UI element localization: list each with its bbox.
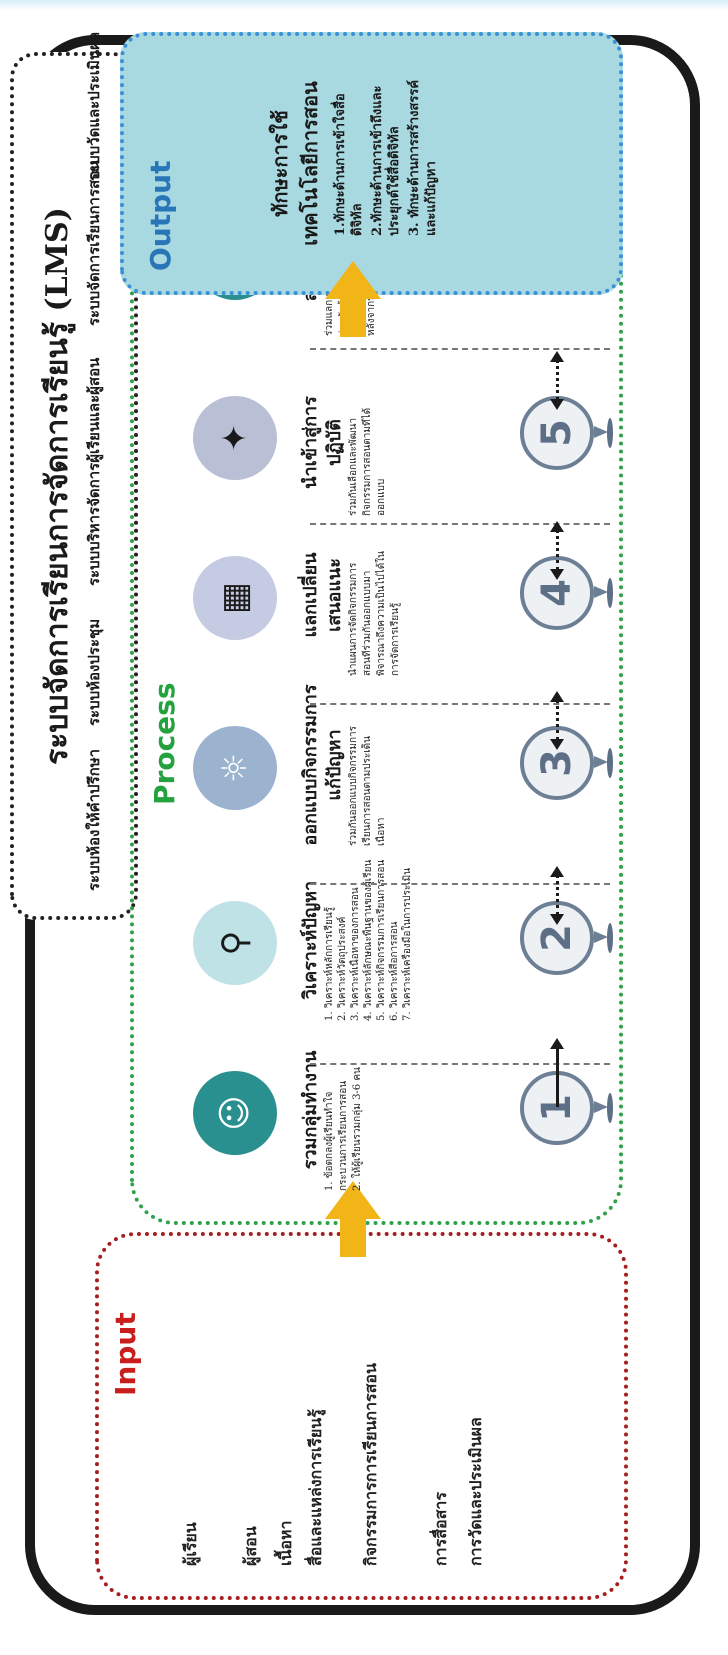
arrow-left-icon <box>550 569 564 580</box>
pin-icon <box>594 426 608 438</box>
step-desc-line: ออกแบบ <box>376 478 387 516</box>
output-item: ดิจิทัล <box>350 203 365 236</box>
lms-system-assessment: ระบบวัดและประเมินผล <box>85 31 103 181</box>
pin-base <box>607 418 613 448</box>
arrow-right-icon <box>550 1038 564 1049</box>
group-icon: ☺ <box>193 1071 277 1155</box>
connector-1-2 <box>556 1047 559 1107</box>
step-title-line2: ปฏิบัติ <box>324 419 345 466</box>
lms-box: ระบบจัดการเรียนการจัดการเรียนรู้ (LMS) ร… <box>10 32 138 920</box>
output-arrow-shaft <box>340 297 366 337</box>
step-title-line2: แก้ปัญหา <box>324 729 345 801</box>
step-desc-line: กิจกรรมการสอนตามที่ได้ <box>362 407 373 516</box>
process-step-3: ☼ ออกแบบกิจกรรมการ แก้ปัญหา ร่วมกันออกแบ… <box>145 670 615 860</box>
pin-base <box>607 578 613 608</box>
step-title: วิเคราะห์ปัญหา <box>300 880 321 1000</box>
arrow-left-icon <box>550 399 564 410</box>
step-desc-line: ร่วมกันเลือกและพัฒนา <box>348 417 359 516</box>
arrow-right-icon <box>550 866 564 877</box>
step-title: รวมกลุ่มทำงาน <box>300 1050 321 1170</box>
input-item: สื่อและแหล่งการเรียนรู้ <box>306 1409 325 1566</box>
process-step-2: ⚲ วิเคราะห์ปัญหา 1. วิเคราะห์หลักการเรีย… <box>145 845 615 1035</box>
input-box: Input ผู้เรียน ผู้สอน เนื้อหา สื่อและแหล… <box>95 1232 628 1600</box>
step-desc-line: สอนที่ร่วมกันออกแบบมา <box>362 570 373 676</box>
step-desc-line: ร่วมกันออกแบบกิจกรรมการ <box>348 725 359 846</box>
pin-base <box>607 748 613 778</box>
lightbulb-icon: ☼ <box>193 726 277 810</box>
step-divider <box>310 883 610 885</box>
arrow-right-icon <box>550 351 564 362</box>
step-desc-line: 2. ให้ผู้เรียนรวมกลุ่ม 3-6 คน <box>352 1067 363 1191</box>
meeting-icon: ▦ <box>193 556 277 640</box>
output-box: Output ทักษะการใช้ เทคโนโลยีการสอน 1.ทัก… <box>120 32 623 295</box>
magnifier-icon: ⚲ <box>193 901 277 985</box>
pin-base <box>607 923 613 953</box>
arrow-right-icon <box>550 691 564 702</box>
step-desc-line: นำแผนการจัดกิจกรรมการ <box>348 562 359 676</box>
pin-icon <box>594 1101 608 1113</box>
arrow-left-icon <box>550 739 564 750</box>
connector-4-5 <box>556 530 559 570</box>
step-desc-line: การจัดการเรียนรู้ <box>390 602 401 676</box>
pin-icon <box>594 931 608 943</box>
process-step-1: ☺ รวมกลุ่มทำงาน 1. ข้อตกลงผู้เรียนทำใจ ก… <box>145 1015 615 1205</box>
arrow-left-icon <box>550 914 564 925</box>
input-item: การวัดและประเมินผล <box>466 1417 485 1566</box>
connector-2-3 <box>556 875 559 915</box>
lms-system-users: ระบบบริหารจัดการผู้เรียนและผู้สอน <box>85 357 103 586</box>
step-desc-line: เนื้อหา <box>376 817 387 846</box>
output-heading: ทักษะการใช้ <box>268 110 292 217</box>
lms-system-meeting: ระบบห้องประชุม <box>85 618 103 726</box>
pin-icon <box>594 586 608 598</box>
pin-icon <box>594 756 608 768</box>
arrow-right-icon <box>550 521 564 532</box>
step-divider <box>310 703 610 705</box>
lms-title: ระบบจัดการเรียนการจัดการเรียนรู้ (LMS) <box>40 207 75 765</box>
input-item: การสื่อสาร <box>431 1492 450 1566</box>
output-item: และแก้ปัญหา <box>424 161 439 236</box>
process-step-5: ✦ นำเข้าสู่การ ปฏิบัติ ร่วมกันเลือกและพั… <box>145 355 615 530</box>
connector-3-4 <box>556 700 559 740</box>
input-item: ผู้เรียน <box>181 1522 200 1566</box>
output-heading-line2: เทคโนโลยีการสอน <box>298 81 322 246</box>
handshake-icon: ✦ <box>193 396 277 480</box>
output-item: ประยุกต์ใช้สื่อดิจิทัล <box>387 126 402 236</box>
input-item: กิจกรรมการการเรียนการสอน <box>361 1363 380 1566</box>
step-desc-line: เรียนการสอนตามประเด็น <box>362 735 373 846</box>
input-title: Input <box>109 1312 142 1396</box>
input-item: ผู้สอน <box>241 1526 260 1566</box>
step-desc-line: กระบวนการเรียนการสอน <box>338 1080 349 1191</box>
input-arrow-shaft <box>340 1217 366 1257</box>
connector-5-6 <box>556 360 559 400</box>
pin-base <box>607 1093 613 1123</box>
input-item: เนื้อหา <box>276 1520 295 1566</box>
lms-system-consult: ระบบห้องให้คำปรึกษา <box>85 748 103 891</box>
output-title: Output <box>144 160 177 271</box>
lms-system-teaching: ระบบจัดการเรียนการสอน <box>85 160 103 326</box>
output-arrow-icon <box>325 261 381 299</box>
step-desc-line: พิจารณาถึงความเป็นไปได้ใน <box>376 551 387 676</box>
step-desc-line: 1. ข้อตกลงผู้เรียนทำใจ <box>324 1091 335 1191</box>
step-divider <box>310 1063 610 1065</box>
